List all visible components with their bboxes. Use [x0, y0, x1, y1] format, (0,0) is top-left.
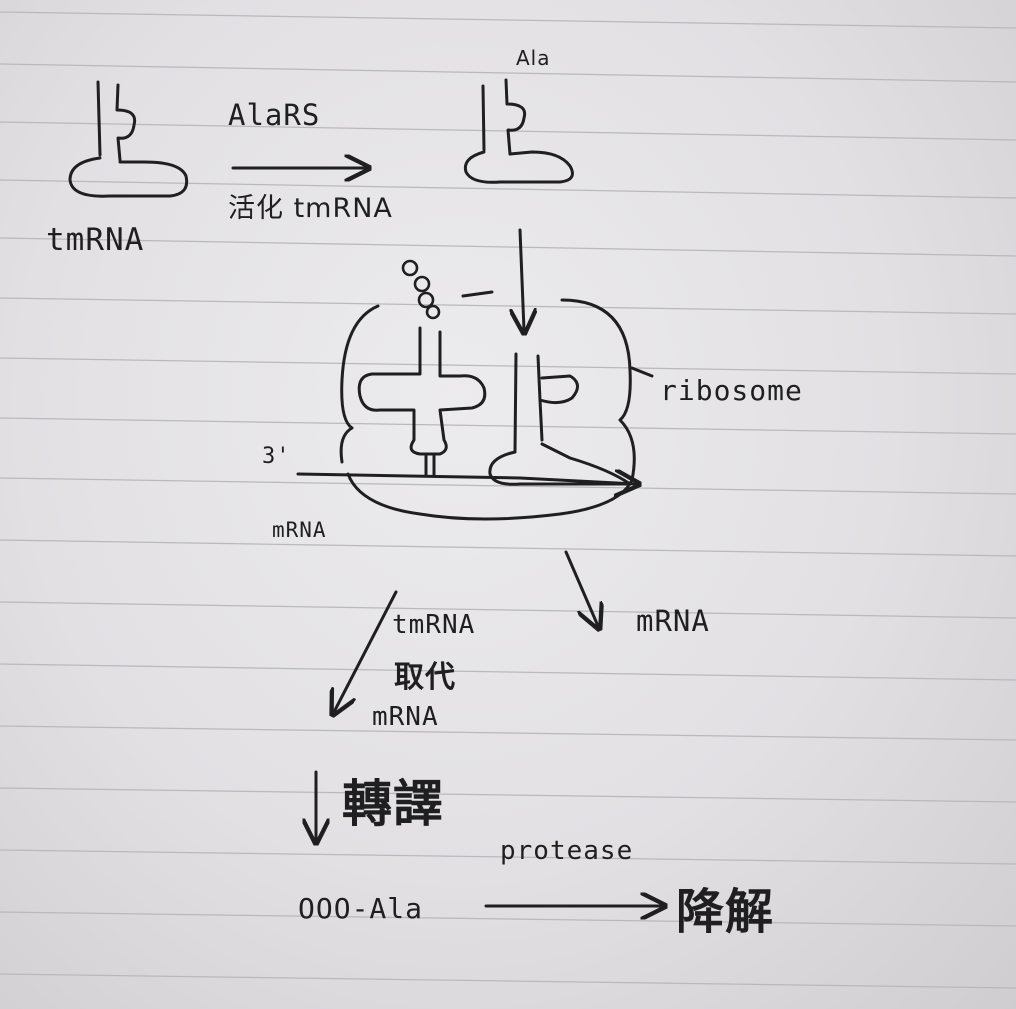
label-translate: 轉譯 [342, 775, 444, 833]
label-mrna-mid: mRNA [372, 702, 439, 732]
mrna-strand [296, 474, 636, 484]
label-degrade: 降解 [676, 884, 775, 940]
label-replace: 取代 [394, 660, 456, 695]
label-tmrna-top: tmRNA [46, 222, 145, 258]
label-protease: protease [500, 836, 634, 866]
label-mrna-left: mRNA [272, 518, 327, 542]
amino-acid-chain [401, 259, 441, 320]
trna-in-ribosome [357, 326, 487, 478]
label-peptide-tag: OOO-Ala [298, 892, 424, 925]
label-ribosome: ribosome [660, 374, 803, 407]
label-three-prime: 3' [262, 444, 291, 469]
label-tmrna-mid: tmRNA [392, 610, 476, 640]
tmrna-in-ribosome [488, 352, 632, 486]
label-alars: AlaRS [228, 98, 321, 132]
label-mrna-right: mRNA [636, 604, 710, 638]
arrow-to-mrna-right [564, 550, 598, 626]
dash-mark [461, 290, 494, 298]
tmrna-shape-top-right [463, 78, 574, 184]
label-ala-top: Ala [516, 46, 551, 70]
label-activated-tmrna: 活化 tmRNA [228, 193, 393, 224]
ruled-lines [0, 11, 1016, 989]
arrow-tmrna-replace [334, 590, 398, 712]
tmrna-shape-top-left [68, 80, 189, 198]
arrow-into-ribosome [520, 228, 524, 330]
